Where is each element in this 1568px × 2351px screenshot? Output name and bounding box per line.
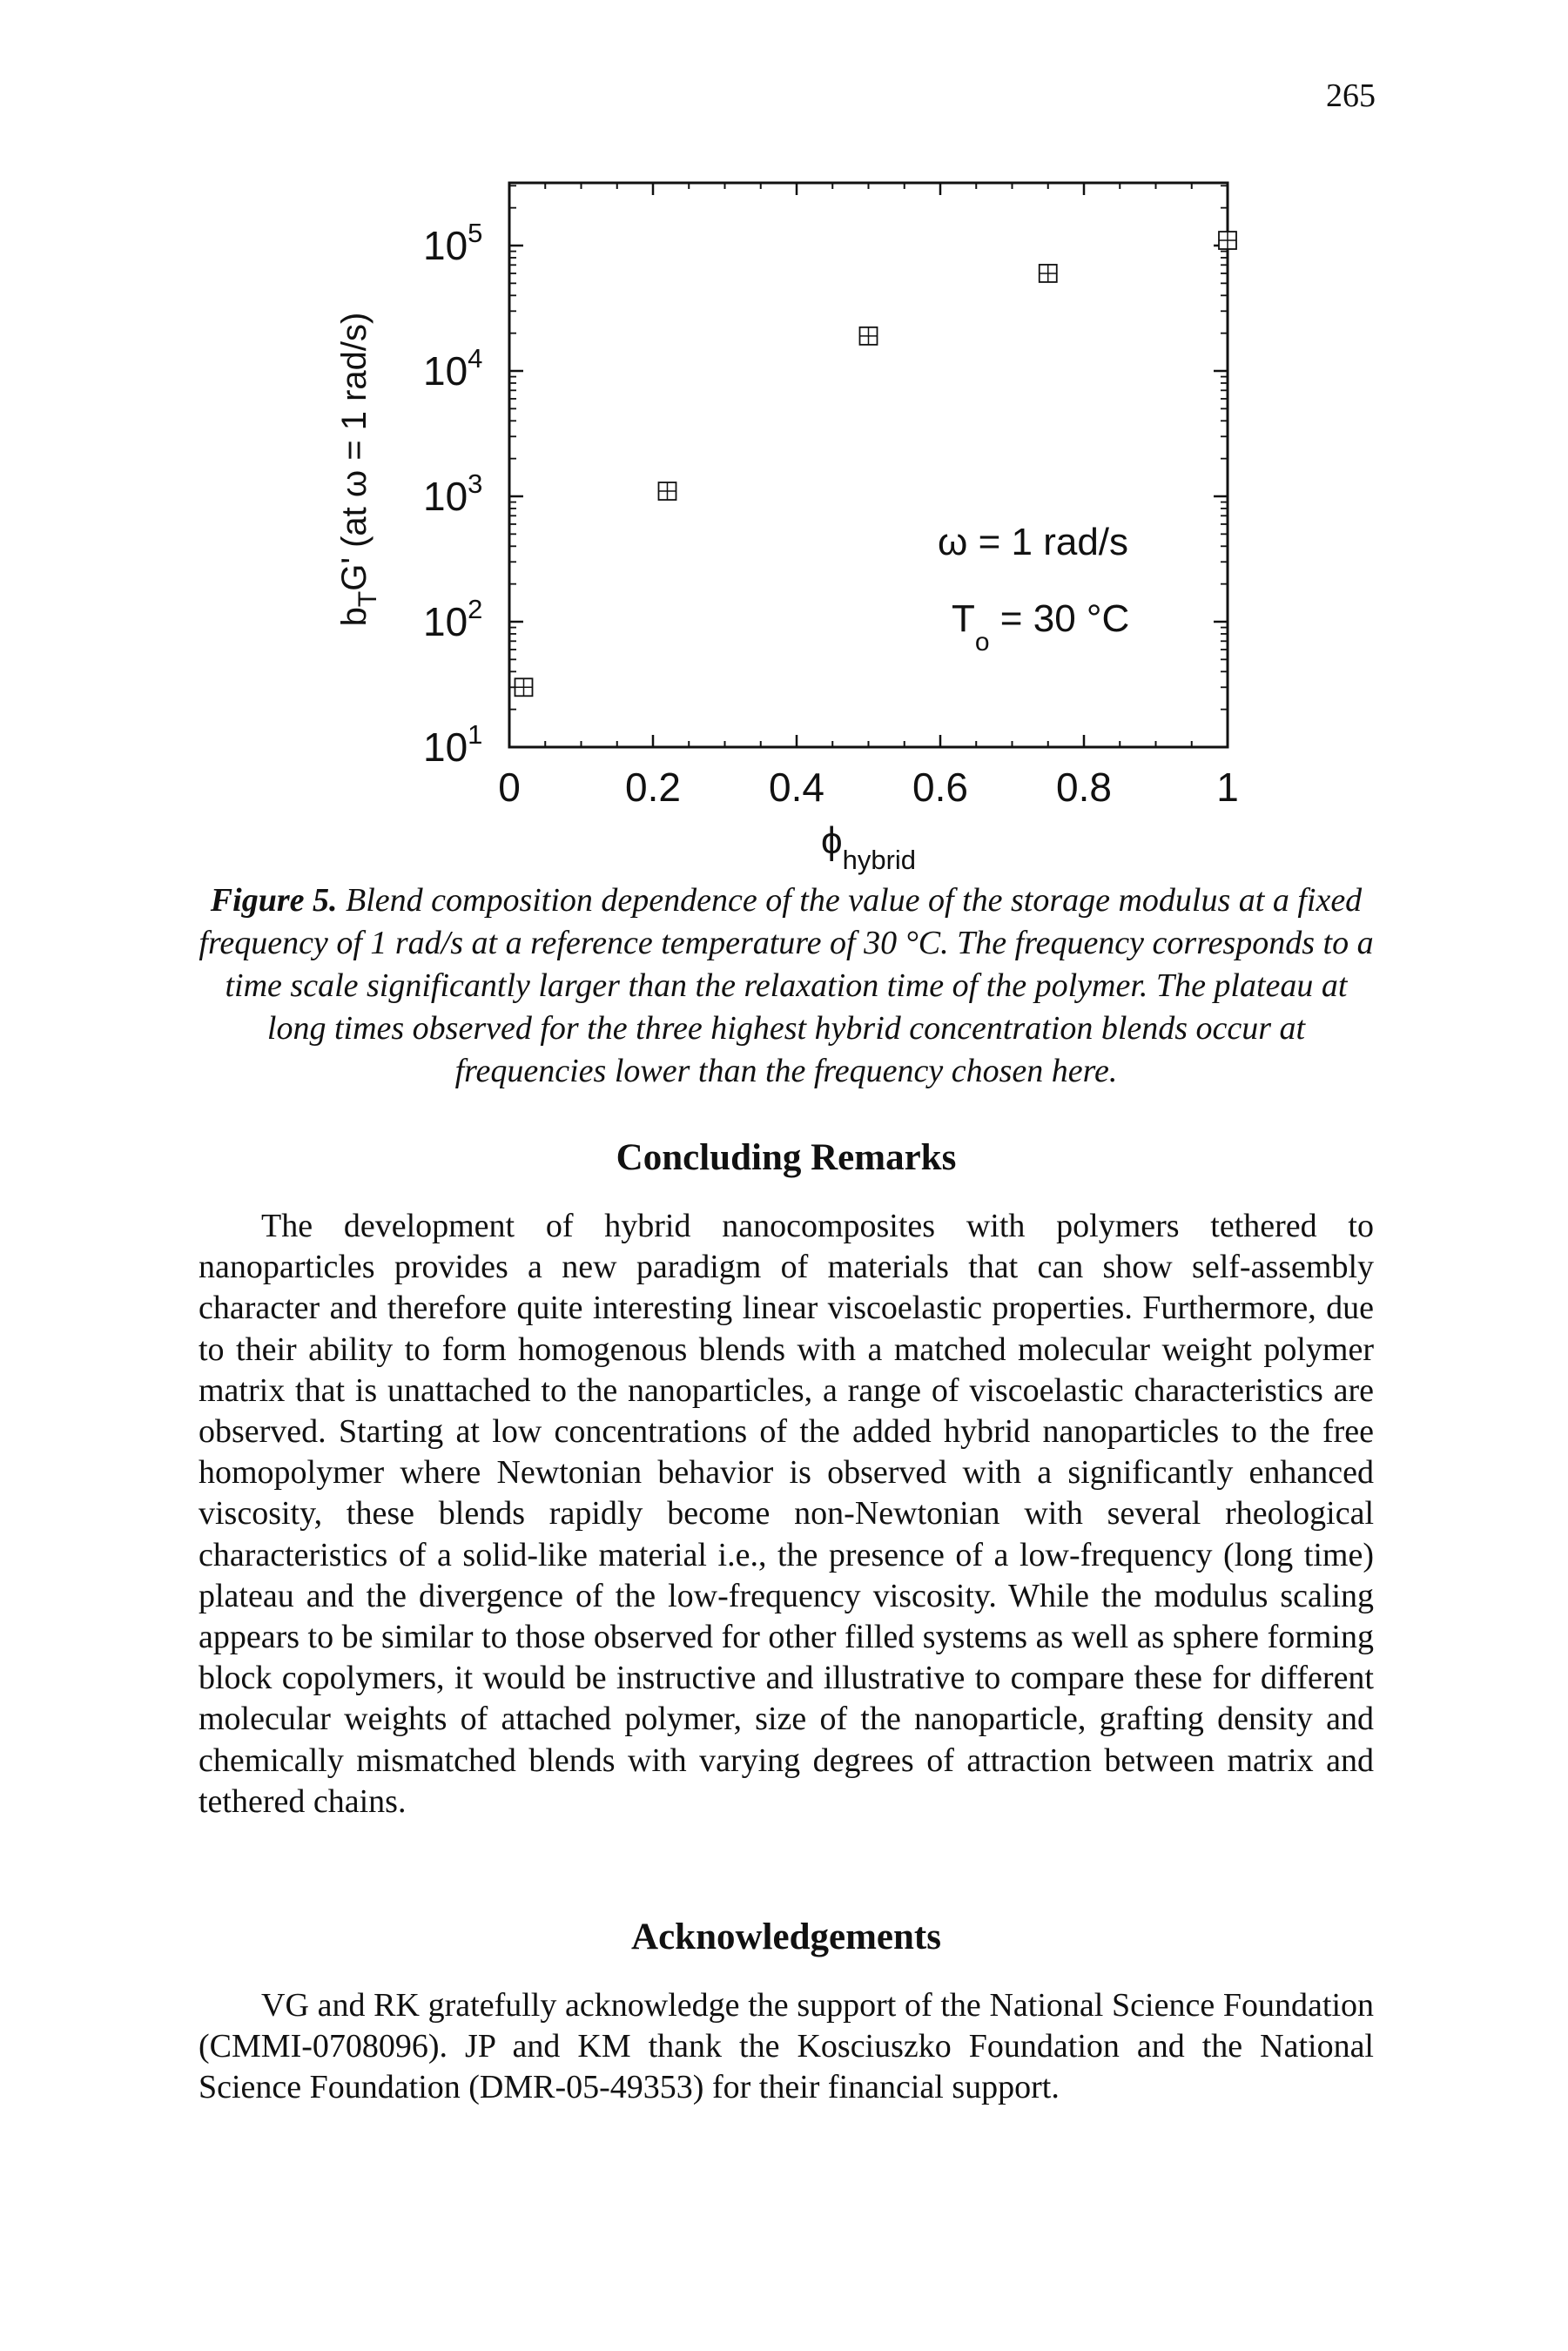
data-point — [514, 677, 534, 697]
data-point — [1218, 231, 1237, 250]
acknowledgements-heading: Acknowledgements — [631, 1917, 941, 1957]
y-axis-label: bTG' (at ω = 1 rad/s) — [335, 313, 382, 627]
concluding-remarks-paragraph: The development of hybrid nanocomposites… — [199, 1208, 1374, 1820]
data-point — [1038, 264, 1058, 283]
caption-label: Figure 5. — [210, 882, 338, 919]
x-axis-label: ϕhybrid — [821, 819, 916, 875]
x-tick-label: 0 — [498, 765, 521, 810]
acknowledgements-paragraph: VG and RK gratefully acknowledge the sup… — [199, 1987, 1374, 2106]
y-tick-label: 102 — [423, 594, 482, 644]
y-tick-label: 104 — [423, 343, 482, 394]
page-number: 265 — [1326, 77, 1376, 114]
x-tick-label: 0.6 — [912, 765, 968, 810]
x-tick-label: 0.2 — [625, 765, 681, 810]
x-tick-label: 1 — [1216, 765, 1239, 810]
caption-text: Blend composition dependence of the valu… — [199, 882, 1374, 1089]
annotation-temperature: To = 30 °C — [952, 597, 1129, 657]
data-point — [657, 482, 677, 501]
data-point — [858, 326, 878, 346]
concluding-remarks-heading: Concluding Remarks — [616, 1137, 957, 1178]
figure-5: 0 0.2 0.4 0.6 0.8 1 101 102 103 104 105 ϕhybrid bTG'… — [322, 152, 1297, 893]
x-tick-label: 0.4 — [769, 765, 824, 810]
y-tick-label: 103 — [423, 468, 482, 519]
annotation-frequency: ω = 1 rad/s — [938, 521, 1128, 563]
x-tick-label: 0.8 — [1056, 765, 1112, 810]
y-tick-label: 105 — [423, 218, 482, 268]
y-tick-label: 101 — [423, 719, 482, 770]
storage-modulus-chart: 0 0.2 0.4 0.6 0.8 1 101 102 103 104 105 ϕhybrid bTG'… — [335, 181, 1239, 875]
figure-caption: Figure 5. Blend composition dependence o… — [199, 879, 1374, 1093]
plot-frame — [508, 181, 1229, 749]
